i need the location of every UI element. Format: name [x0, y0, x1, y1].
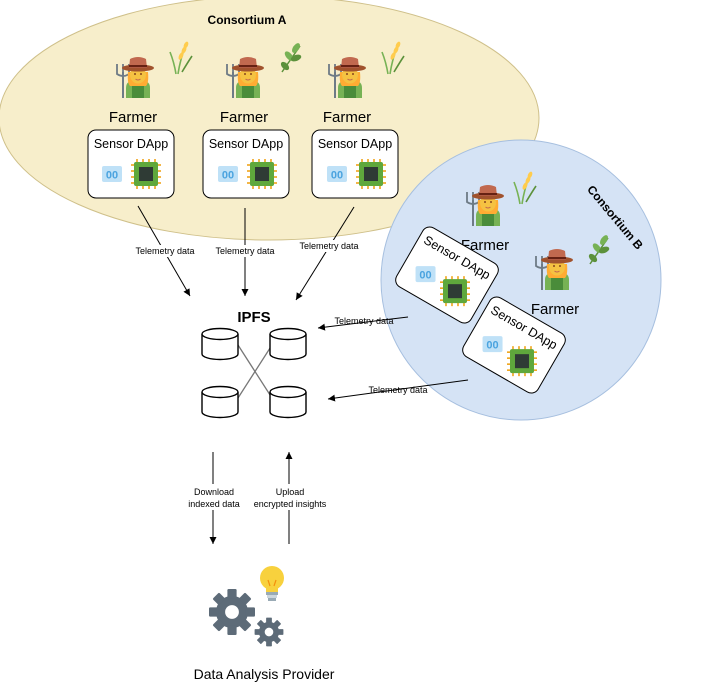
sensor-dapp-box: Sensor DApp [87, 129, 175, 199]
ipfs-cluster: IPFS [201, 309, 307, 419]
chip-icon [355, 158, 387, 190]
edge-telemetry-b2: Telemetry data [327, 379, 469, 402]
edge-telemetry-b1: Telemetry data [317, 316, 409, 331]
binary-icon [102, 166, 122, 182]
chip-icon [439, 275, 471, 307]
gears-icon [209, 589, 255, 635]
edge-download: Download indexed data [183, 452, 245, 544]
sensor-dapp-box: Sensor DApp [202, 129, 290, 199]
farmer-label: Farmer [109, 109, 157, 126]
edge-label: Telemetry data [215, 246, 274, 256]
sensor-dapp-box: Sensor DApp [311, 129, 399, 199]
binary-icon [218, 166, 238, 182]
gears-icon [254, 617, 284, 647]
consortium-a-farmer-1: Farmer [109, 40, 193, 126]
binary-icon [415, 266, 436, 283]
database-icon [201, 327, 239, 361]
sensor-dapp-label: Sensor DApp [318, 137, 392, 151]
consortium-b-farmer-2: Farmer [531, 233, 611, 318]
edge-upload: Upload encrypted insights [248, 452, 332, 544]
edge-label: Telemetry data [135, 246, 194, 256]
farmer-label: Farmer [461, 237, 509, 254]
edge-label: Telemetry data [334, 316, 393, 326]
database-icon [269, 327, 307, 361]
chip-icon [246, 158, 278, 190]
consortium-a-title: Consortium A [208, 13, 287, 27]
edge-label: indexed data [188, 499, 240, 509]
chip-icon [130, 158, 162, 190]
sensor-dapp-label: Sensor DApp [94, 137, 168, 151]
edge-label: Upload [276, 487, 305, 497]
consortium-b-region [380, 139, 662, 421]
edge-telemetry-a3: Telemetry data [295, 206, 362, 301]
farmer-label: Farmer [531, 301, 579, 318]
lightbulb-icon [260, 566, 284, 601]
database-icon [201, 385, 239, 419]
edge-label: Telemetry data [368, 385, 427, 395]
sensor-dapp-box: Sensor DApp [395, 226, 499, 324]
database-icon [269, 385, 307, 419]
sensor-dapp-label: Sensor DApp [209, 137, 283, 151]
provider-label: Data Analysis Provider [194, 666, 335, 682]
consortium-b-farmer-1: Farmer [461, 170, 537, 254]
consortium-a-farmer-2: Farmer [220, 41, 303, 126]
edge-label: Download [194, 487, 234, 497]
edge-telemetry-a1: Telemetry data [133, 205, 199, 297]
consortium-a-farmer-3: Farmer [323, 40, 405, 126]
farmer-label: Farmer [323, 109, 371, 126]
chip-icon [506, 345, 538, 377]
farmer-label: Farmer [220, 109, 268, 126]
binary-icon [327, 166, 347, 182]
ipfs-title: IPFS [237, 309, 270, 326]
edge-telemetry-a2: Telemetry data [213, 208, 279, 296]
edge-label: encrypted insights [254, 499, 327, 509]
edge-label: Telemetry data [299, 241, 358, 251]
data-analysis-provider: Data Analysis Provider [194, 566, 335, 682]
binary-icon [482, 336, 503, 353]
